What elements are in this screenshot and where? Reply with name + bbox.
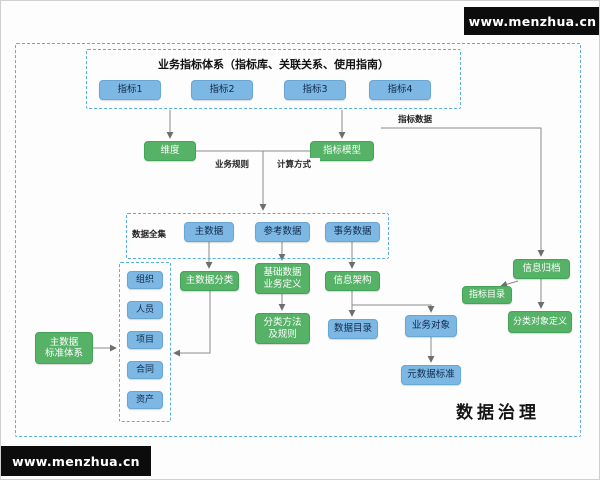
label-calc-method: 计算方式 <box>268 158 320 170</box>
node-indicator-4: 指标4 <box>369 80 431 100</box>
label-business-rule: 业务规则 <box>206 158 258 170</box>
node-indicator-model: 指标模型 <box>310 141 374 161</box>
node-domain-personnel: 人员 <box>127 301 163 319</box>
node-dimension: 维度 <box>144 141 196 161</box>
node-master-standard-system: 主数据 标准体系 <box>35 332 93 364</box>
node-master-data: 主数据 <box>184 222 234 242</box>
node-indicator-2: 指标2 <box>191 80 253 100</box>
node-classification-rules: 分类方法 及规则 <box>255 313 310 344</box>
node-domain-contract: 合同 <box>127 361 163 379</box>
node-classification-object: 分类对象定义 <box>508 311 572 333</box>
node-transaction-data: 事务数据 <box>325 222 380 242</box>
page-title: 数据治理 <box>456 403 540 423</box>
node-info-architecture: 信息架构 <box>325 271 380 291</box>
master-domain-container <box>119 262 171 422</box>
indicator-system-container <box>86 49 461 109</box>
node-business-object: 业务对象 <box>405 315 457 337</box>
outer-boundary <box>15 43 581 437</box>
watermark-bottom: www.menzhua.cn <box>1 446 151 476</box>
label-indicator-data: 指标数据 <box>398 115 433 125</box>
node-reference-data: 参考数据 <box>255 222 310 242</box>
node-domain-organization: 组织 <box>127 271 163 289</box>
node-basic-definition: 基础数据 业务定义 <box>255 263 310 294</box>
indicator-system-title: 业务指标体系（指标库、关联关系、使用指南） <box>158 58 389 71</box>
node-indicator-1: 指标1 <box>99 80 161 100</box>
node-indicator-catalog: 指标目录 <box>462 286 512 304</box>
node-domain-project: 项目 <box>127 331 163 349</box>
node-data-catalog: 数据目录 <box>328 319 378 339</box>
watermark-top: www.menzhua.cn <box>464 7 599 35</box>
node-domain-asset: 资产 <box>127 391 163 409</box>
node-metadata-standard: 元数据标准 <box>401 365 461 385</box>
node-master-classification: 主数据分类 <box>180 271 239 291</box>
node-info-archive: 信息归档 <box>513 259 570 279</box>
data-universe-container <box>126 213 389 259</box>
label-data-universe: 数据全集 <box>132 230 167 240</box>
node-indicator-3: 指标3 <box>284 80 346 100</box>
